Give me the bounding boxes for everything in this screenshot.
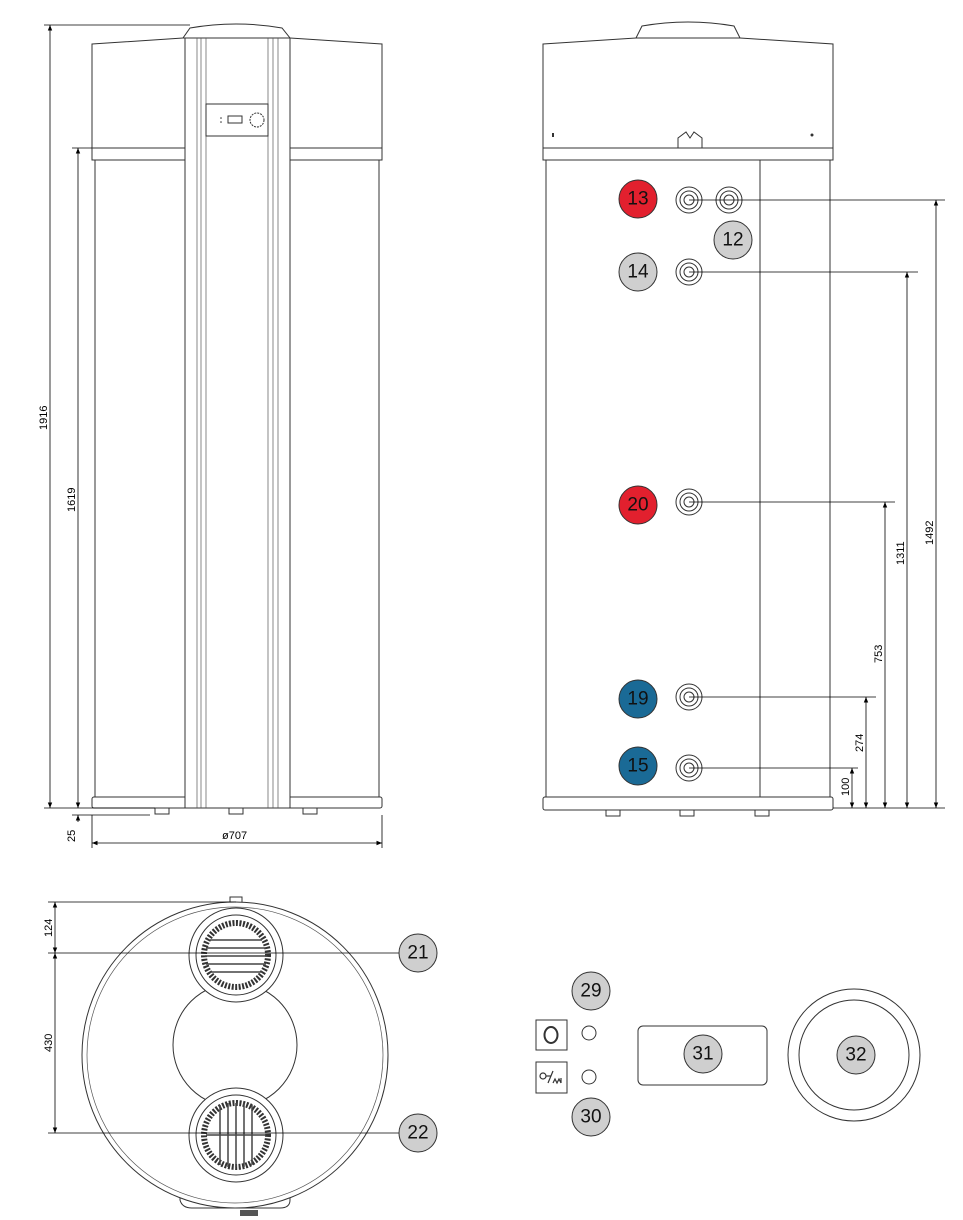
callout-19: 19 <box>627 689 648 710</box>
display-screen <box>227 115 243 124</box>
display-panel <box>205 103 269 137</box>
dim-body-height: 1619 <box>66 488 78 512</box>
callout-29: 29 <box>580 981 601 1002</box>
dim-1492: 1492 <box>924 521 936 545</box>
foot <box>154 807 170 815</box>
foot <box>228 807 244 815</box>
front-view: 1916 1619 25 ø707 <box>38 23 383 848</box>
air-inlet-grille <box>188 907 284 1003</box>
dim-753: 753 <box>873 645 885 663</box>
top-cap <box>182 23 292 39</box>
upper-housing <box>542 37 834 149</box>
callout-21: 21 <box>407 943 428 964</box>
dim-total-height: 1916 <box>38 406 50 430</box>
heat-pump-electric-icon <box>539 1070 562 1085</box>
upper-band <box>542 147 834 161</box>
dim-430: 430 <box>43 1034 55 1052</box>
foot <box>302 807 318 815</box>
indicator-led <box>581 1069 597 1085</box>
air-outlet-grille <box>188 1087 284 1183</box>
dim-100: 100 <box>840 778 852 796</box>
top-view: 124 430 21 22 <box>43 896 438 1216</box>
callout-32: 32 <box>845 1045 866 1066</box>
side-view: 13 12 14 20 19 15 1492 1311 753 274 100 <box>542 21 945 817</box>
dim-1311: 1311 <box>895 541 907 565</box>
control-panel: 29 30 31 32 <box>535 971 921 1137</box>
dim-124: 124 <box>43 919 55 937</box>
callout-31: 31 <box>692 1044 713 1065</box>
heat-pump-electric-button[interactable] <box>535 1061 568 1094</box>
callout-20: 20 <box>627 495 648 516</box>
base <box>542 796 834 811</box>
callout-30: 30 <box>580 1107 601 1128</box>
indicator-led <box>581 1025 597 1041</box>
callout-15: 15 <box>627 756 648 777</box>
callout-13: 13 <box>627 189 648 210</box>
power-icon <box>543 1026 559 1044</box>
dim-diameter: ø707 <box>222 830 247 842</box>
callout-22: 22 <box>407 1123 428 1144</box>
callout-12: 12 <box>722 230 743 251</box>
callout-14: 14 <box>627 262 649 283</box>
top-cap <box>635 21 741 39</box>
control-knob <box>249 112 265 128</box>
dim-feet-height: 25 <box>66 830 78 842</box>
power-button[interactable] <box>535 1019 568 1051</box>
tank-body <box>545 159 831 798</box>
front-column <box>184 37 291 809</box>
dim-274: 274 <box>854 734 866 752</box>
